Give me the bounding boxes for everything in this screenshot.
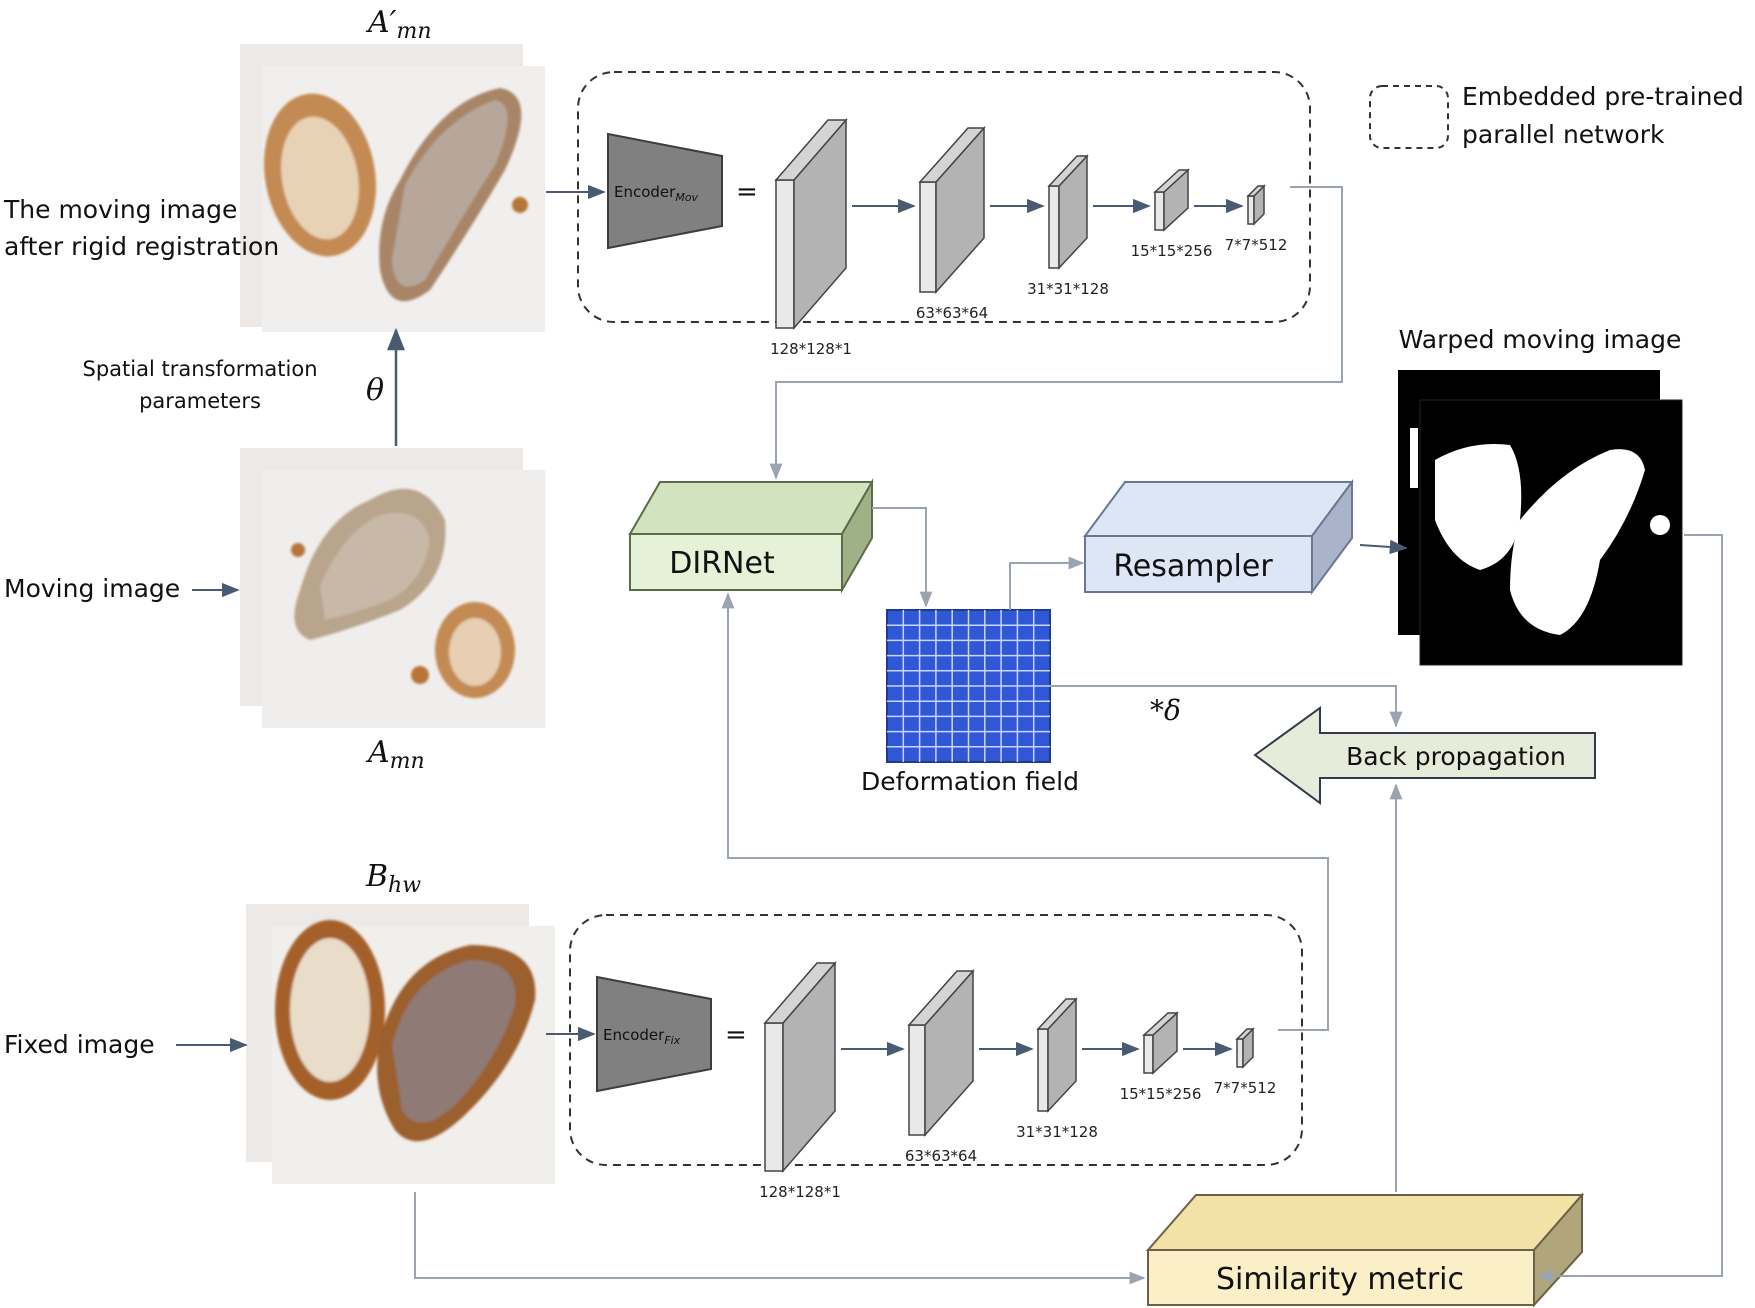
encoder-trapezoid [596, 975, 712, 1093]
encoder-layer: 7*7*512 [1214, 1027, 1277, 1097]
layer-size-label: 15*15*256 [1131, 242, 1213, 260]
fixed-image-label: Fixed image [4, 1030, 155, 1059]
encoder-name: EncoderMov [614, 183, 699, 204]
image-a-stack [240, 448, 545, 728]
encoder-fix: EncoderFix = 128*128*1 63*63*64 31*31*128 15*… [596, 960, 1277, 1201]
encoder-trapezoid [607, 132, 723, 250]
layer-size-label: 63*63*64 [905, 1147, 977, 1165]
layer-size-label: 128*128*1 [759, 1183, 841, 1201]
moving-image-label: Moving image [4, 574, 180, 603]
layer-size-label: 15*15*256 [1120, 1085, 1202, 1103]
backprop-label: Back propagation [1346, 742, 1566, 771]
spatial-line2: parameters [139, 389, 261, 413]
image-b-stack [246, 904, 555, 1184]
encoder-layer: 31*31*128 [1016, 997, 1098, 1141]
a-prime-label: A′mn [365, 5, 432, 44]
encoder-layer: 128*128*1 [770, 117, 852, 358]
warped-label: Warped moving image [1399, 325, 1682, 354]
encoder-name: EncoderFix [603, 1026, 681, 1047]
dirnet-block: DIRNet [628, 478, 874, 594]
similarity-block: Similarity metric [1145, 1192, 1585, 1308]
encoder-layer: 128*128*1 [759, 960, 841, 1201]
resampler-label: Resampler [1113, 549, 1273, 584]
deformation-label: Deformation field [861, 767, 1079, 796]
layer-size-label: 7*7*512 [1225, 236, 1288, 254]
encoder-layer: 15*15*256 [1131, 168, 1213, 260]
encoder-mov: EncoderMov = 128*128*1 63*63*64 31*31*128 15*… [607, 117, 1288, 358]
encoder-layer: 63*63*64 [916, 126, 988, 322]
similarity-label: Similarity metric [1216, 1262, 1464, 1297]
theta-label: θ [366, 373, 384, 408]
spatial-line1: Spatial transformation [82, 357, 317, 381]
encoder-layer: 63*63*64 [905, 969, 977, 1165]
backprop-arrow: Back propagation [1253, 706, 1596, 805]
legend-dashed-box [1369, 85, 1449, 149]
layer-size-label: 31*31*128 [1016, 1123, 1098, 1141]
image-a-prime-stack [240, 44, 545, 332]
dirnet-label: DIRNet [669, 546, 775, 581]
moving-after-rigid-line2: after rigid registration [4, 232, 279, 261]
legend-line1: Embedded pre-trained [1462, 82, 1744, 111]
encoder-layer: 31*31*128 [1027, 154, 1109, 298]
layer-size-label: 31*31*128 [1027, 280, 1109, 298]
encoder-mov-dashed-box [577, 71, 1311, 323]
deformation-field-grid [886, 609, 1051, 763]
warped-image-stack [1398, 370, 1683, 666]
layer-size-label: 128*128*1 [770, 340, 852, 358]
b-label: Bhw [365, 859, 421, 898]
layer-size-label: 7*7*512 [1214, 1079, 1277, 1097]
a-label: Amn [365, 735, 425, 774]
moving-after-rigid-line1: The moving image [3, 195, 237, 224]
delta-label: *δ [1150, 694, 1181, 727]
encoder-layer: 15*15*256 [1120, 1011, 1202, 1103]
equals-sign: = [725, 1020, 747, 1050]
equals-sign: = [736, 177, 758, 207]
encoder-fix-dashed-box [569, 914, 1303, 1166]
legend-line2: parallel network [1462, 120, 1665, 149]
resampler-block: Resampler [1083, 478, 1354, 596]
encoder-layer: 7*7*512 [1225, 184, 1288, 254]
layer-size-label: 63*63*64 [916, 304, 988, 322]
